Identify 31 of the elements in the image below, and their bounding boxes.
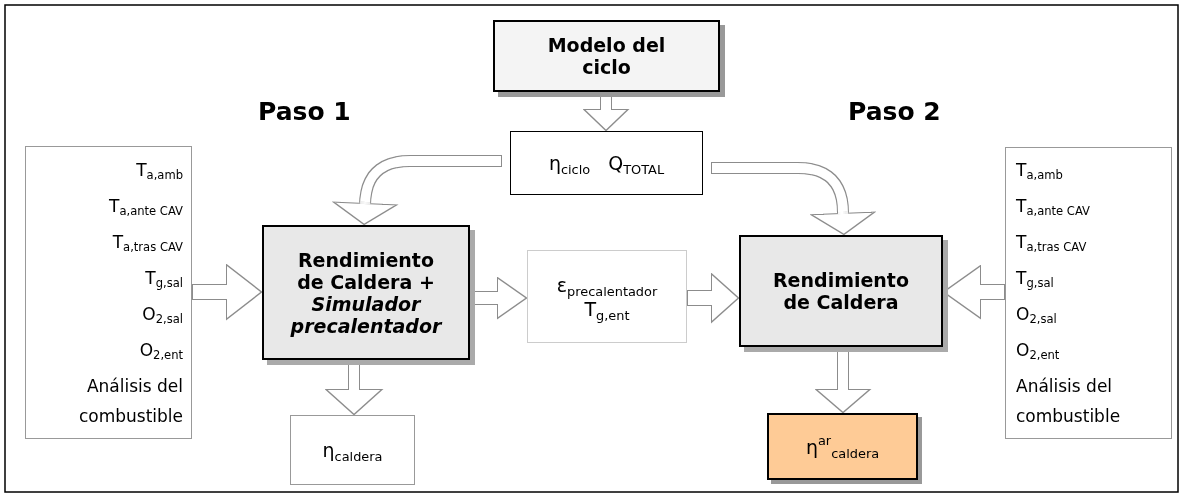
curved-block-arrow (331, 155, 502, 226)
variable-text: O$_{2,ent}$ (139, 338, 183, 364)
output-box (510, 131, 703, 195)
variable-text: Análisis del combustible (1016, 375, 1122, 428)
process-label: Rendimiento de Caldera + Simulador precalentador (290, 248, 442, 337)
process-label: Rendimiento de Caldera (772, 269, 910, 313)
curved-block-arrow (711, 162, 877, 236)
variable-text: T$_{a,ante CAV}$ (109, 194, 183, 220)
variable-text: T$_{a,amb}$ (1016, 159, 1063, 185)
result-box (290, 415, 415, 485)
variable-text: T$_{a,tras CAV}$ (1016, 231, 1087, 257)
symbol-text: η$_{ciclo}$ (548, 152, 591, 174)
symbol-text: η$_{caldera}$ (322, 439, 383, 461)
variable-text: T$_{g,sal}$ (1016, 267, 1054, 293)
variable-text: T$_{a,tras CAV}$ (112, 230, 183, 256)
title-text: Modelo del ciclo (546, 34, 667, 78)
step-label: Paso 1 (258, 97, 351, 126)
input-list-box (25, 146, 192, 439)
variable-text: Análisis del combustible (77, 374, 183, 428)
variable-text: T$_{a,amb}$ (136, 158, 183, 184)
input-list-box (1005, 147, 1172, 439)
variable-text: O$_{2,ent}$ (1016, 339, 1060, 365)
block-arrow (687, 272, 740, 324)
variable-text: T$_{g,sal}$ (145, 266, 183, 292)
variable-text: O$_{2,sal}$ (1016, 303, 1057, 329)
intermediate-box (527, 250, 687, 343)
symbol-text: Q$_{TOTAL}$ (608, 152, 665, 174)
block-arrow (192, 263, 263, 321)
step-label: Paso 2 (848, 97, 941, 126)
variable-text: O$_{2,sal}$ (142, 302, 183, 328)
variable-text: T$_{a,ante CAV}$ (1016, 195, 1090, 221)
